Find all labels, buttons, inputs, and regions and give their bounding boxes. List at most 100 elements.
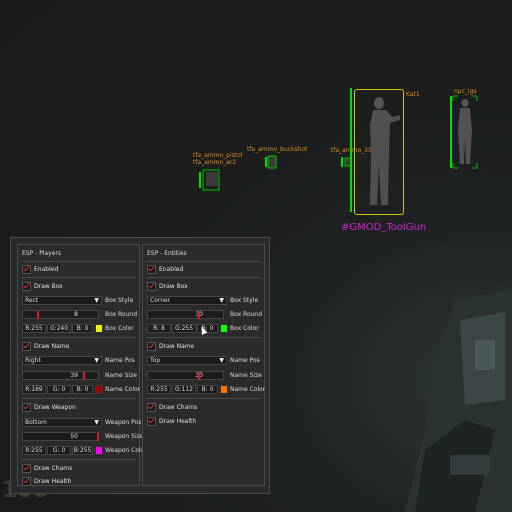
checkbox-checked-icon xyxy=(147,282,156,291)
players-name-size-slider[interactable]: 39 xyxy=(22,371,99,380)
players-draw-health-checkbox[interactable]: Draw Health xyxy=(22,477,71,486)
players-box-color-b-input[interactable]: B: 0 xyxy=(72,324,93,333)
slider-knob[interactable] xyxy=(198,372,200,380)
players-draw-chams-checkbox[interactable]: Draw Chams xyxy=(22,464,72,473)
entities-draw-health-checkbox[interactable]: Draw Health xyxy=(147,417,196,426)
players-box-round-slider[interactable]: 8 xyxy=(22,310,99,319)
players-weapon-color-g-input[interactable]: G: 0 xyxy=(47,446,71,455)
player-weapon-label: #GMOD_ToolGun xyxy=(341,222,427,233)
slider-knob[interactable] xyxy=(83,372,85,380)
players-name-pos-select[interactable]: Right▼ xyxy=(22,356,102,365)
players-draw-weapon-checkbox[interactable]: Draw Weapon xyxy=(22,403,76,412)
players-name-color-label: Name Color xyxy=(105,386,141,393)
entities-box-round-slider[interactable]: 30 xyxy=(147,310,224,319)
player-silhouette xyxy=(370,97,400,205)
dropdown-arrow-icon: ▼ xyxy=(94,297,99,304)
entities-box-color-label: Box Color xyxy=(230,325,259,332)
divider xyxy=(21,261,136,262)
checkbox-checked-icon xyxy=(147,417,156,426)
divider xyxy=(21,277,136,278)
entities-draw-box-checkbox[interactable]: Draw Box xyxy=(147,282,188,291)
dropdown-arrow-icon: ▼ xyxy=(219,297,224,304)
entities-name-color-swatch[interactable] xyxy=(220,385,228,394)
entities-name-pos-label: Name Pos xyxy=(230,357,260,364)
entities-name-color-g-input[interactable]: G:112 xyxy=(172,385,196,394)
players-draw-box-checkbox[interactable]: Draw Box xyxy=(22,282,63,291)
entities-draw-name-checkbox[interactable]: Draw Name xyxy=(147,342,194,351)
checkbox-label: Draw Health xyxy=(34,478,72,485)
checkbox-checked-icon xyxy=(22,403,31,412)
entities-box-style-label: Box Style xyxy=(230,297,259,304)
entities-draw-chams-checkbox[interactable]: Draw Chams xyxy=(147,403,197,412)
dropdown-arrow-icon: ▼ xyxy=(94,357,99,364)
player-esp-box xyxy=(354,89,404,215)
slider-knob[interactable] xyxy=(198,311,200,319)
esp-label-npc: npc_igs xyxy=(454,88,477,95)
players-enabled-checkbox[interactable]: Enabled xyxy=(22,265,58,274)
select-value: Top xyxy=(150,357,161,364)
checkbox-checked-icon xyxy=(22,342,31,351)
esp-label-ammo-buckshot: tfa_ammo_buckshot xyxy=(247,146,308,153)
esp-menu-window: ESP - Players Enabled Draw Box Rect▼ Box… xyxy=(10,237,270,494)
players-weapon-color-b-input[interactable]: B:255 xyxy=(72,446,93,455)
players-name-size-label: Name Size xyxy=(105,372,137,379)
checkbox-label: Draw Box xyxy=(159,283,188,290)
dropdown-arrow-icon: ▼ xyxy=(219,357,224,364)
entities-name-pos-select[interactable]: Top ▼ xyxy=(147,356,227,365)
entities-box-color-swatch[interactable] xyxy=(220,324,228,333)
checkbox-label: Enabled xyxy=(159,266,184,273)
players-box-color-swatch[interactable] xyxy=(95,324,103,333)
checkbox-label: Draw Chams xyxy=(34,465,73,472)
viewmodel-toolgun xyxy=(405,290,512,512)
esp-label-ammo-pistol: tfa_ammo_pistol xyxy=(193,152,243,159)
checkbox-label: Draw Weapon xyxy=(34,404,76,411)
entities-box-style-select[interactable]: Corner▼ xyxy=(147,296,227,305)
checkbox-label: Draw Name xyxy=(34,343,70,350)
checkbox-label: Draw Health xyxy=(159,418,197,425)
slider-knob[interactable] xyxy=(97,433,99,441)
esp-label-ammo-ar2: tfa_ammo_ar2 xyxy=(193,159,237,166)
checkbox-checked-icon xyxy=(22,477,31,486)
player-health-bar xyxy=(350,88,352,212)
entities-box-round-label: Box Round xyxy=(230,311,263,318)
buckshot-entity-icon xyxy=(265,155,277,169)
entities-name-size-slider[interactable]: 30 xyxy=(147,371,224,380)
divider xyxy=(146,337,261,338)
select-value: Bottom xyxy=(25,419,48,426)
checkbox-label: Draw Chams xyxy=(159,404,198,411)
players-name-color-r-input[interactable]: R:169 xyxy=(22,385,46,394)
players-name-color-swatch[interactable] xyxy=(95,385,103,394)
players-weapon-pos-select[interactable]: Bottom▼ xyxy=(22,418,102,427)
entities-panel: ESP - Entities Enabled Draw Box Corner▼ … xyxy=(142,244,265,486)
players-weapon-color-r-input[interactable]: R:255 xyxy=(22,446,46,455)
players-box-style-select[interactable]: Rect▼ xyxy=(22,296,102,305)
players-weapon-size-slider[interactable]: 50 xyxy=(22,432,99,441)
divider xyxy=(146,277,261,278)
slider-value: 50 xyxy=(70,433,78,440)
slider-knob[interactable] xyxy=(37,311,39,319)
players-box-style-label: Box Style xyxy=(105,297,134,304)
entities-box-color-b-input[interactable]: B: 0 xyxy=(197,324,218,333)
players-box-color-g-input[interactable]: G:240 xyxy=(47,324,71,333)
entities-name-color-b-input[interactable]: B: 0 xyxy=(197,385,218,394)
entities-box-color-r-input[interactable]: R: 8 xyxy=(147,324,171,333)
slider-value: 39 xyxy=(70,372,78,379)
esp-label-ammo-357: tfa_ammo_357 xyxy=(331,147,376,154)
players-weapon-color-swatch[interactable] xyxy=(95,446,103,455)
players-weapon-pos-label: Weapon Pos xyxy=(105,419,142,426)
entities-name-size-label: Name Size xyxy=(230,372,262,379)
players-weapon-color-label: Weapon Color xyxy=(105,447,147,454)
entities-name-color-r-input[interactable]: R:255 xyxy=(147,385,171,394)
players-draw-name-checkbox[interactable]: Draw Name xyxy=(22,342,69,351)
ammo-entity-icon xyxy=(199,169,220,191)
checkbox-checked-icon xyxy=(147,265,156,274)
players-panel-title: ESP - Players xyxy=(22,250,61,257)
players-panel: ESP - Players Enabled Draw Box Rect▼ Box… xyxy=(17,244,147,486)
players-weapon-size-label: Weapon Size xyxy=(105,433,144,440)
entities-box-color-g-input[interactable]: G:255 xyxy=(172,324,196,333)
players-box-color-r-input[interactable]: R:255 xyxy=(22,324,46,333)
players-name-color-g-input[interactable]: G: 0 xyxy=(47,385,71,394)
divider xyxy=(146,261,261,262)
entities-enabled-checkbox[interactable]: Enabled xyxy=(147,265,183,274)
players-name-color-b-input[interactable]: B: 0 xyxy=(72,385,93,394)
